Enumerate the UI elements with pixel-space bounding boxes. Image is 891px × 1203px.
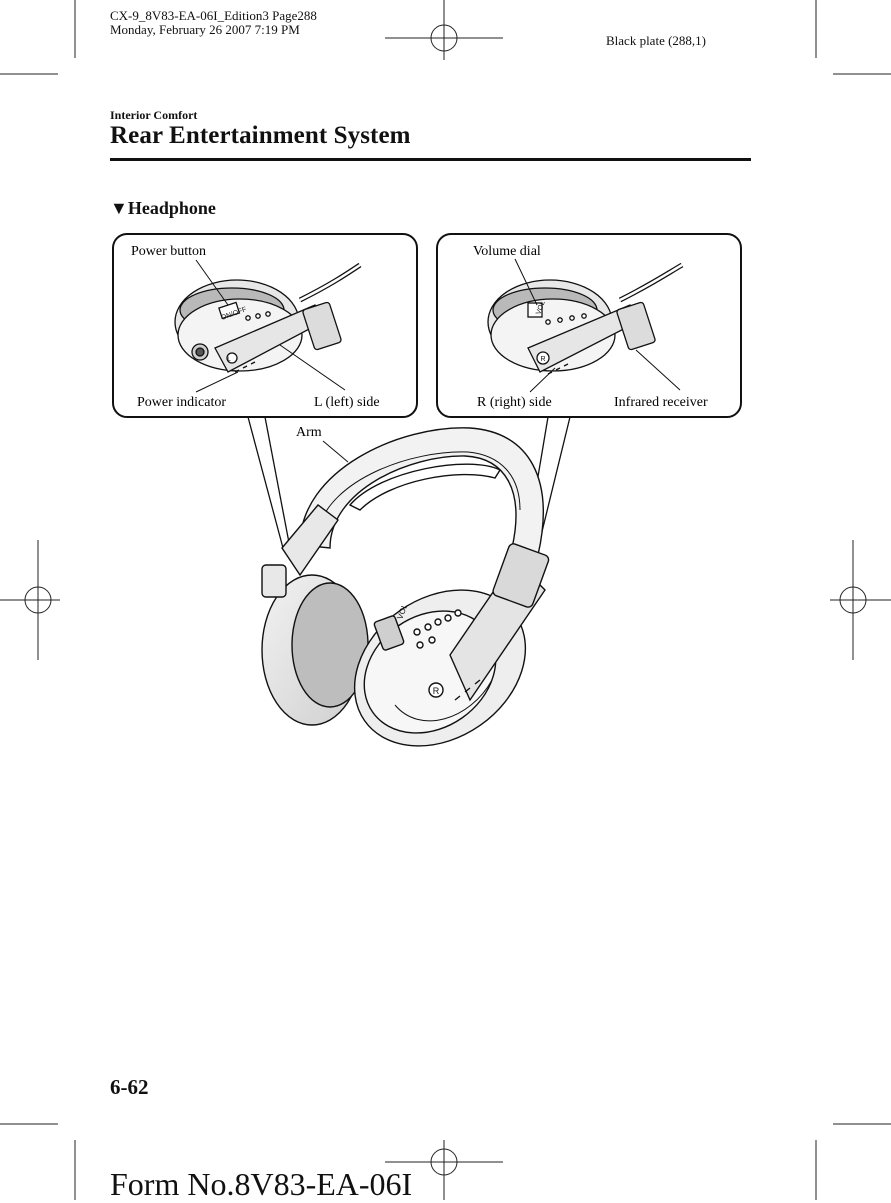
power-button-callout: Power button — [131, 244, 206, 259]
left-panel-pointers — [195, 259, 346, 393]
arm-pointer — [322, 440, 349, 463]
r-mark-main: R — [433, 686, 440, 696]
print-header-plate: Black plate (288,1) — [606, 33, 706, 48]
left-earcup-closeup — [174, 262, 362, 373]
page-number: 6-62 — [110, 1075, 149, 1099]
arm-callout: Arm — [296, 425, 322, 440]
page-title: Rear Entertainment System — [110, 122, 411, 149]
infrared-receiver-callout: Infrared receiver — [614, 395, 708, 410]
main-headphone — [261, 427, 550, 747]
form-number: Form No.8V83-EA-06I — [110, 1166, 413, 1202]
print-header-job: CX-9_8V83-EA-06I_Edition3 Page288 — [110, 8, 317, 23]
subsection-heading: ▼Headphone — [110, 198, 216, 219]
vol-label-closeup: VOL — [535, 300, 546, 316]
print-header-date: Monday, February 26 2007 7:19 PM — [110, 22, 300, 37]
l-mark: L — [227, 357, 231, 363]
right-side-callout: R (right) side — [477, 395, 552, 410]
section-label: Interior Comfort — [110, 108, 198, 122]
right-earcup-closeup — [487, 262, 684, 375]
volume-dial-callout: Volume dial — [473, 244, 541, 259]
r-mark-closeup: R — [540, 356, 545, 363]
title-rule — [110, 158, 751, 161]
power-indicator-callout: Power indicator — [137, 395, 226, 410]
triangle-down-icon: ▼ — [110, 198, 128, 218]
subsection-label: Headphone — [127, 198, 216, 218]
left-side-callout: L (left) side — [314, 395, 380, 410]
right-panel-pointers — [514, 258, 681, 393]
